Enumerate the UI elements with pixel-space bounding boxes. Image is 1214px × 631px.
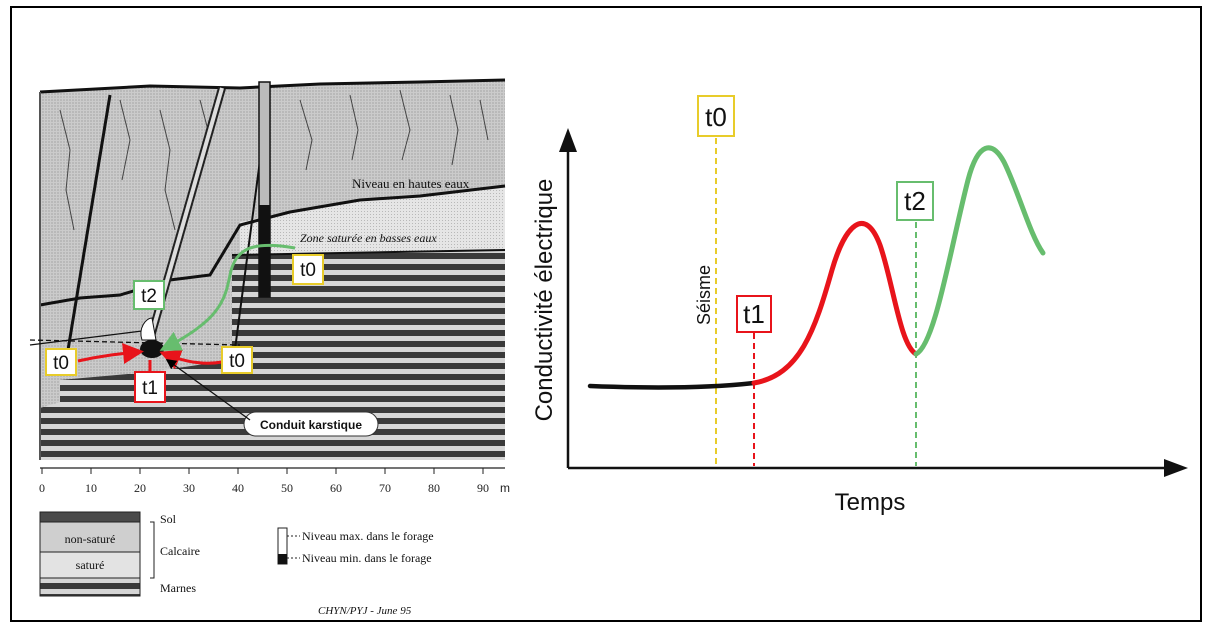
hautes-eaux-line — [39, 184, 506, 307]
graph-marker-t2: t2 — [896, 181, 934, 221]
distance-tick-label: 0 — [39, 481, 45, 495]
conduit-label-box — [243, 411, 379, 437]
legend-forage-max: Niveau max. dans le forage — [302, 529, 434, 543]
legend-forage-min: Niveau min. dans le forage — [302, 551, 432, 565]
y-axis-arrow — [559, 128, 577, 152]
svg-text:t0: t0 — [229, 351, 245, 372]
flow-red-right — [159, 349, 223, 370]
distance-tick-label: 80 — [428, 481, 440, 495]
distance-tick-label: 90 — [477, 481, 489, 495]
flow-green — [159, 243, 296, 351]
distance-tick-label: 60 — [330, 481, 342, 495]
marker-t0-left: t0 — [45, 348, 77, 376]
section-legend: non-saturé saturé Sol Calcaire Marnes Ni… — [39, 511, 434, 597]
distance-tick-label: 30 — [183, 481, 195, 495]
graph-marker-t1: t1 — [736, 295, 772, 333]
x-axis-arrow — [1164, 459, 1188, 477]
legend-marnes: Marnes — [160, 581, 196, 595]
cross-section: Niveau en hautes eaux Zone saturée en ba… — [29, 78, 510, 617]
y-axis-label: Conductivité électrique — [531, 179, 558, 422]
zone-saturee — [240, 186, 505, 260]
svg-text:t0: t0 — [705, 102, 727, 132]
distance-tick-label: 10 — [85, 481, 97, 495]
curve-baseline — [587, 380, 757, 390]
marker-t0-top: t0 — [292, 254, 324, 285]
svg-text:t2: t2 — [141, 286, 157, 307]
conduit-label: Conduit karstique — [260, 418, 362, 432]
svg-text:t0: t0 — [300, 260, 316, 281]
legend-calcaire: Calcaire — [160, 544, 200, 558]
basses-eaux-line — [231, 249, 506, 256]
curve-green-peak — [913, 145, 1046, 357]
distance-tick-label: 40 — [232, 481, 244, 495]
conduit-karstique — [140, 340, 164, 358]
axis-unit: m — [500, 481, 510, 495]
graph-marker-t0: t0 — [697, 95, 735, 137]
marker-t2: t2 — [133, 280, 165, 310]
label-hautes-eaux: Niveau en hautes eaux — [352, 176, 470, 191]
marker-t0-right: t0 — [221, 346, 253, 374]
legend-sature: saturé — [76, 558, 105, 572]
marker-t1: t1 — [134, 371, 166, 403]
svg-text:t1: t1 — [142, 378, 158, 399]
curve-red-peak — [751, 221, 919, 386]
fractures — [59, 89, 489, 231]
conductivity-graph: Conductivité électrique Temps Séisme t0 … — [531, 95, 1188, 516]
x-axis-label: Temps — [835, 489, 906, 516]
seisme-label: Séisme — [694, 265, 714, 325]
svg-text:t0: t0 — [53, 353, 69, 374]
credit: CHYN/PYJ - June 95 — [318, 605, 412, 617]
distance-tick-label: 20 — [134, 481, 146, 495]
distance-tick-label: 50 — [281, 481, 293, 495]
flow-red-left — [77, 343, 144, 364]
fault-left — [66, 94, 112, 351]
distance-axis-ticks: 0 10 20 30 40 50 60 70 80 90 — [39, 468, 489, 495]
svg-text:t2: t2 — [904, 186, 926, 216]
legend-non-sature: non-saturé — [65, 532, 116, 546]
label-basses-eaux: Zone saturée en basses eaux — [300, 231, 437, 245]
legend-sol: Sol — [160, 512, 177, 526]
distance-tick-label: 70 — [379, 481, 391, 495]
sol-line — [39, 78, 506, 94]
svg-text:t1: t1 — [743, 299, 765, 329]
